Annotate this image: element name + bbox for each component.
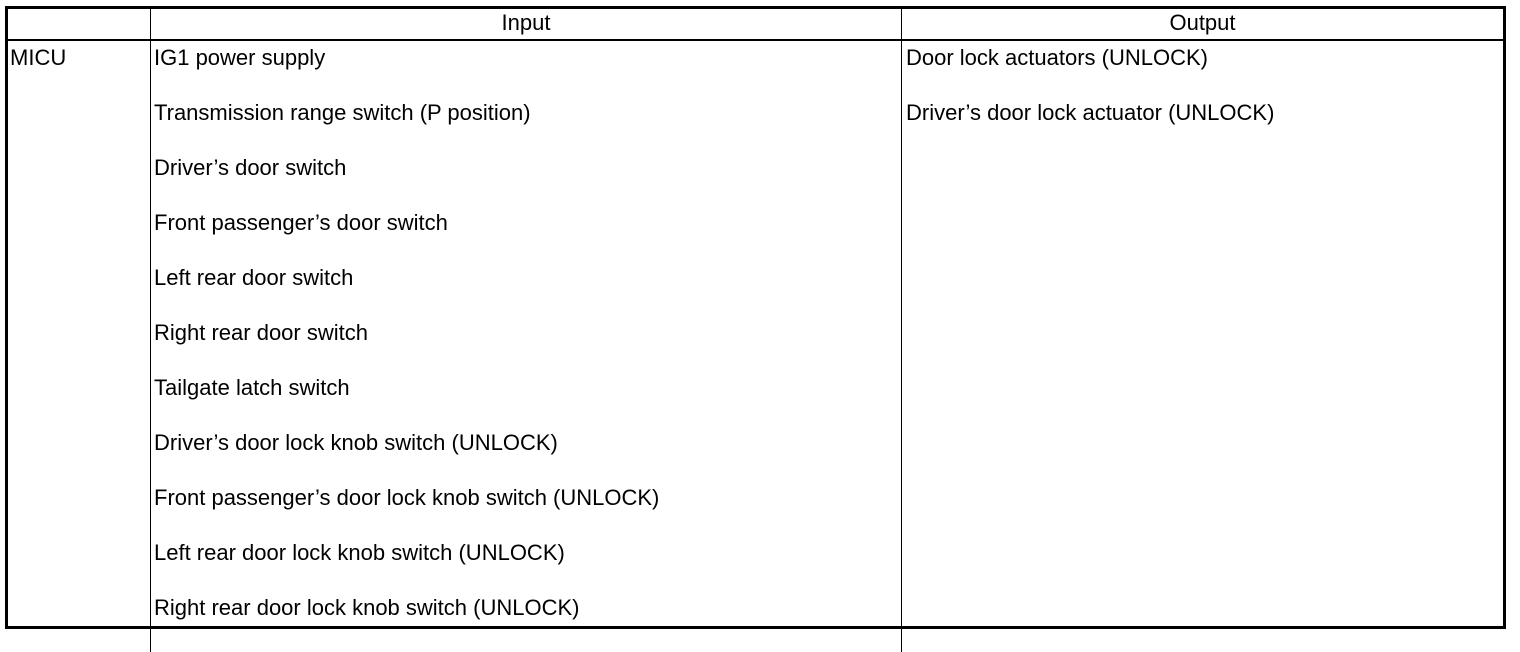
input-item: Left rear door lock knob switch (UNLOCK) — [154, 540, 565, 565]
input-item: Driver’s door switch — [154, 155, 347, 180]
input-item: Right rear door lock knob switch (UNLOCK… — [154, 595, 580, 620]
input-item: Right rear door switch — [154, 320, 368, 345]
io-table: Input Output MICU IG1 power supply Trans… — [5, 6, 1506, 652]
input-item: Tailgate latch switch — [154, 375, 350, 400]
output-item: Driver’s door lock actuator (UNLOCK) — [906, 100, 1275, 125]
input-item: Left rear door switch — [154, 265, 354, 290]
input-item: Transmission range switch (P position) — [154, 100, 531, 125]
input-item: IG1 power supply — [154, 45, 326, 70]
header-output-label: Output — [1169, 10, 1236, 35]
input-item: Driver’s door lock knob switch (UNLOCK) — [154, 430, 558, 455]
unit-cell: MICU — [8, 41, 151, 652]
header-corner-cell — [8, 9, 151, 41]
header-input-label: Input — [501, 10, 551, 35]
inputs-cell: IG1 power supply Transmission range swit… — [151, 41, 902, 652]
header-input-cell: Input — [151, 9, 902, 41]
output-item: Door lock actuators (UNLOCK) — [906, 45, 1208, 70]
input-item: Front passenger’s door switch — [154, 210, 448, 235]
header-output-cell: Output — [902, 9, 1503, 41]
outputs-cell: Door lock actuators (UNLOCK) Driver’s do… — [902, 41, 1503, 652]
input-item: Front passenger’s door lock knob switch … — [154, 485, 660, 510]
unit-label: MICU — [10, 45, 67, 70]
